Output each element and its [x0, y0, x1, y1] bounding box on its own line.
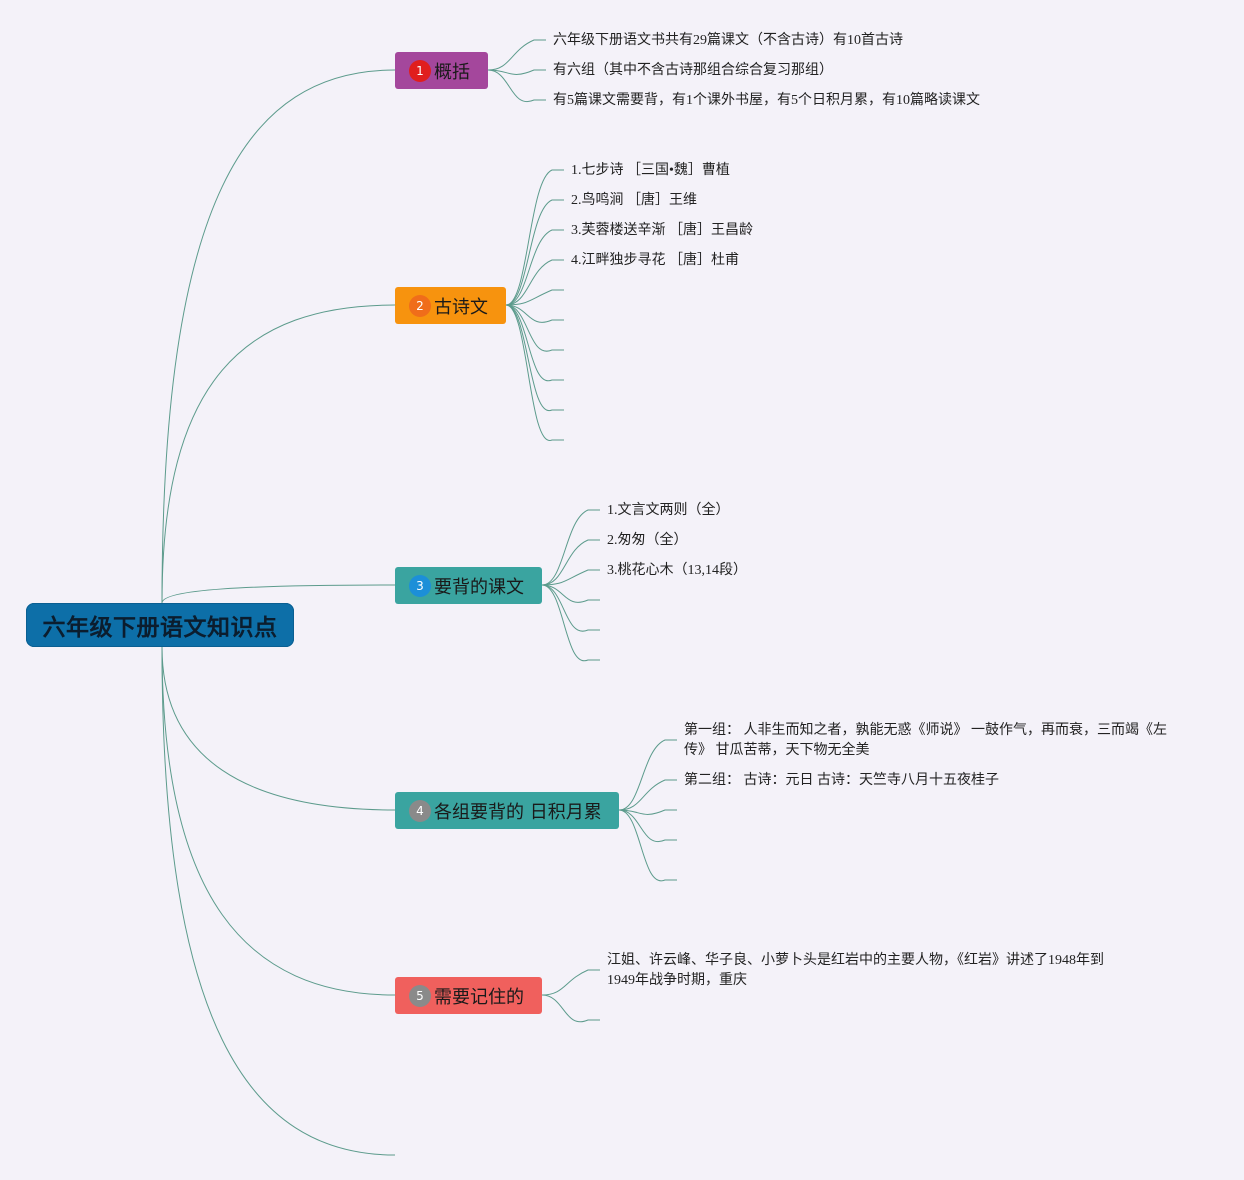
leaf-recite-1[interactable]: 1.文言文两则（全） [607, 503, 730, 518]
branch-daily[interactable]: 4 各组要背的 日积月累 [395, 792, 619, 829]
poem-edge-6 [505, 304, 564, 323]
leaf-summary-3[interactable]: 有5篇课文需要背，有1个课外书屋，有5个日积月累，有10篇略读课文 [553, 93, 980, 108]
branch-poems[interactable]: 2 古诗文 [395, 287, 506, 324]
badge-icon: 2 [409, 294, 431, 317]
leaf-poem-2[interactable]: 2.鸟鸣涧 ［唐］王维 [571, 193, 697, 208]
recite-edge-2 [541, 539, 600, 586]
poem-edge-2 [505, 199, 564, 306]
branch-label: 需要记住的 [434, 986, 524, 1008]
badge-icon: 4 [409, 799, 431, 822]
branch-label: 要背的课文 [434, 576, 524, 598]
root-edge-5 [161, 646, 396, 996]
leaf-poem-4[interactable]: 4.江畔独步寻花 ［唐］杜甫 [571, 253, 739, 268]
daily-edge-2 [618, 779, 677, 811]
badge-icon: 5 [409, 984, 431, 1007]
branch-label: 各组要背的 日积月累 [434, 801, 602, 823]
poem-edge-7 [505, 304, 564, 352]
poem-edge-10 [505, 304, 564, 441]
leaf-recite-3[interactable]: 3.桃花心木（13,14段） [607, 563, 747, 578]
branch-label: 古诗文 [434, 296, 488, 318]
recite-edge-3 [541, 569, 600, 586]
branch-label: 概括 [434, 61, 470, 83]
root-edge-4 [161, 646, 396, 811]
leaf-summary-1[interactable]: 六年级下册语文书共有29篇课文（不含古诗）有10首古诗 [553, 33, 903, 48]
recite-edge-6 [541, 584, 600, 662]
leaf-daily-2[interactable]: 第二组： 古诗：元日 古诗：天竺寺八月十五夜桂子 [684, 773, 999, 788]
recite-edge-1 [541, 509, 600, 586]
root-topic[interactable]: 六年级下册语文知识点 [26, 603, 294, 647]
leaf-daily-1[interactable]: 第一组： 人非生而知之者，孰能无惑《师说》 一鼓作气，再而衰，三而竭《左传》 甘… [684, 723, 1167, 758]
daily-edge-5 [618, 809, 677, 882]
summary-edge-2 [487, 69, 546, 75]
leaf-poem-3[interactable]: 3.芙蓉楼送辛渐 ［唐］王昌龄 [571, 223, 753, 238]
poem-edge-4 [505, 259, 564, 306]
poem-edge-9 [505, 304, 564, 411]
poem-edge-3 [505, 229, 564, 306]
remember-edge-1 [541, 969, 600, 996]
summary-edge-3 [487, 69, 546, 103]
summary-edge-1 [487, 39, 546, 71]
leaf-poem-1[interactable]: 1.七步诗 ［三国•魏］曹植 [571, 163, 730, 178]
poem-edge-8 [505, 304, 564, 382]
poem-edge-1 [505, 169, 564, 306]
leaf-remember-1[interactable]: 江姐、许云峰、华子良、小萝卜头是红岩中的主要人物，《红岩》讲述了1948年到19… [607, 953, 1104, 988]
branch-summary[interactable]: 1 概括 [395, 52, 488, 89]
daily-edge-3 [618, 809, 677, 815]
branch-recite[interactable]: 3 要背的课文 [395, 567, 542, 604]
leaf-summary-2[interactable]: 有六组（其中不含古诗那组合综合复习那组） [553, 63, 833, 78]
root-topic-label: 六年级下册语文知识点 [42, 615, 278, 641]
leaf-recite-2[interactable]: 2.匆匆（全） [607, 533, 688, 548]
root-edge-3 [161, 584, 396, 604]
poem-edge-5 [505, 289, 564, 306]
root-edge-1 [161, 69, 396, 604]
badge-icon: 1 [409, 59, 431, 82]
daily-edge-1 [618, 739, 677, 811]
remember-edge-2 [541, 994, 600, 1023]
badge-icon: 3 [409, 574, 431, 597]
root-edge-6 [161, 646, 396, 1156]
root-edge-2 [161, 304, 396, 604]
daily-edge-4 [618, 809, 677, 843]
recite-edge-5 [541, 584, 600, 632]
branch-remember[interactable]: 5 需要记住的 [395, 977, 542, 1014]
recite-edge-4 [541, 584, 600, 603]
